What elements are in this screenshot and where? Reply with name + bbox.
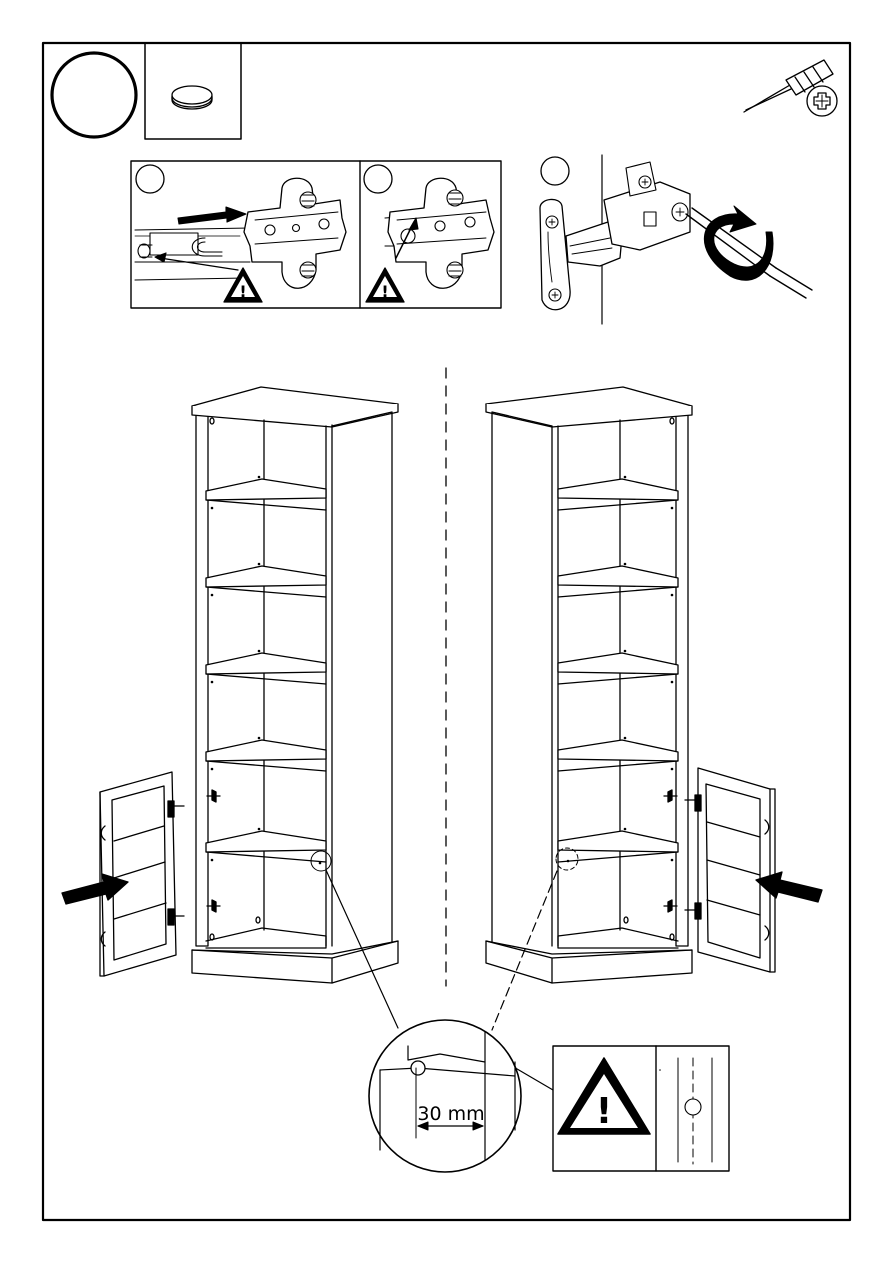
detail-panel-1: ! (135, 165, 346, 302)
panel-3-number-circle (541, 157, 569, 185)
cabinet-left (192, 387, 398, 983)
svg-text:!: ! (381, 282, 388, 301)
slide-arrow-icon (178, 207, 246, 224)
warning-triangle-icon: ! (366, 268, 404, 302)
warning-triangle-icon: ! (224, 268, 262, 302)
warning-box: ! (553, 1046, 729, 1171)
rotate-arrow-icon (704, 206, 773, 280)
svg-text:!: ! (596, 1091, 612, 1132)
cabinet-right (486, 387, 692, 983)
phillips-screwdriver-icon (744, 60, 837, 116)
detail-panel-2: ! (364, 165, 494, 302)
svg-text:!: ! (239, 282, 246, 301)
step-number-badge (52, 53, 136, 137)
dimension-label: 30 mm (417, 1103, 484, 1125)
warning-triangle-icon: ! (558, 1058, 650, 1134)
panel-1-number-circle (136, 165, 164, 193)
door-left (62, 772, 184, 976)
cap-disc-icon (172, 86, 212, 109)
panel-2-number-circle (364, 165, 392, 193)
door-right (685, 768, 822, 972)
detail-panel-3 (540, 155, 812, 324)
parts-box (145, 43, 241, 139)
magnified-detail: 30 mm (369, 1020, 521, 1172)
